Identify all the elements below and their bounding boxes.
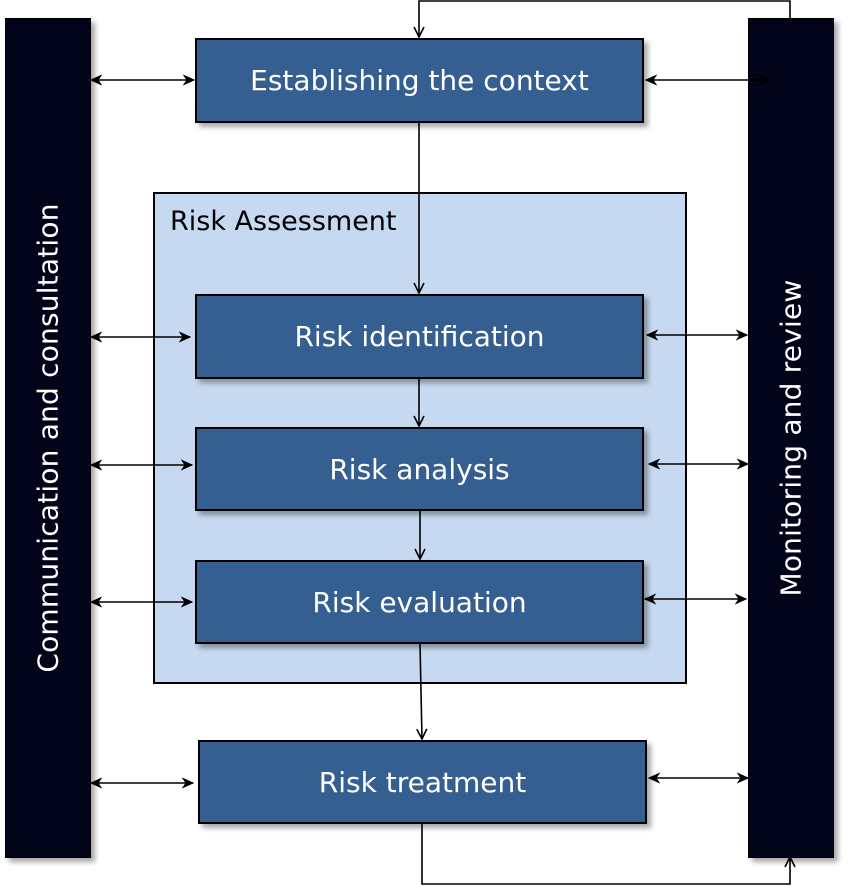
risk-assessment-label: Risk Assessment: [170, 206, 397, 237]
step-risk-analysis: Risk analysis: [195, 427, 644, 511]
step-risk-identification: Risk identification: [195, 294, 644, 379]
monitoring-review-bar: Monitoring and review: [748, 18, 834, 858]
step-label: Risk identification: [294, 320, 545, 353]
step-label: Risk treatment: [318, 765, 527, 799]
communication-consultation-label: Communication and consultation: [31, 203, 65, 673]
arrow-treatment-to-monitoring: [421, 824, 790, 885]
arrow-monitoring-to-context: [419, 0, 791, 37]
step-risk-treatment: Risk treatment: [198, 740, 647, 824]
communication-consultation-bar: Communication and consultation: [5, 18, 91, 858]
step-establishing-context: Establishing the context: [195, 38, 644, 123]
step-label: Risk analysis: [329, 452, 510, 486]
step-risk-evaluation: Risk evaluation: [195, 560, 644, 644]
step-label: Establishing the context: [250, 64, 589, 97]
step-label: Risk evaluation: [312, 585, 527, 619]
monitoring-review-label: Monitoring and review: [774, 279, 808, 597]
